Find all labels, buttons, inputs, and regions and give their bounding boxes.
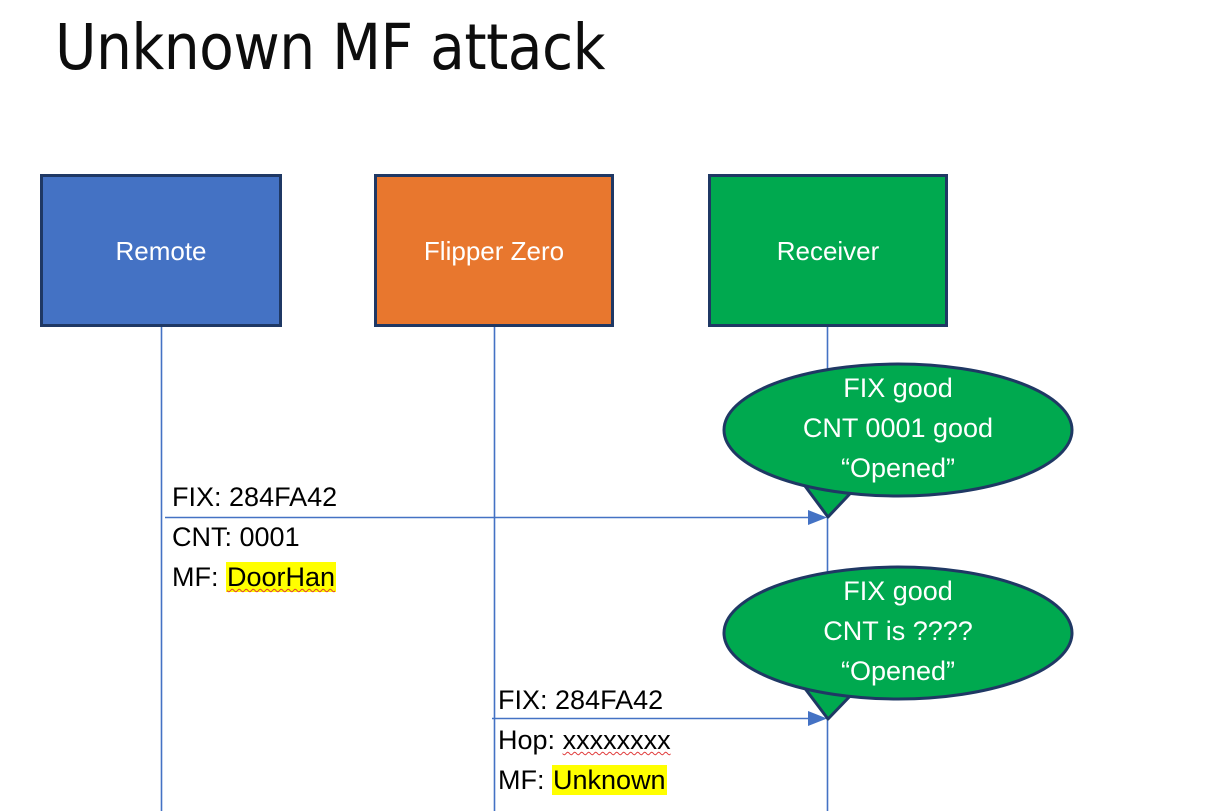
- message-label-block-1: FIX: 284FA42 CNT: 0001 MF: DoorHan: [172, 477, 337, 597]
- msg-1-arrowhead: [808, 510, 827, 525]
- message-line-label: MF:: [172, 562, 219, 592]
- actor-box-remote[interactable]: Remote: [40, 174, 282, 327]
- message-line: FIX: 284FA42: [498, 680, 671, 720]
- message-line: FIX: 284FA42: [172, 477, 337, 517]
- callout-2-line-1: FIX good: [843, 576, 953, 606]
- actor-box-flipper[interactable]: Flipper Zero: [374, 174, 614, 327]
- callout-1-shape: [722, 362, 1074, 519]
- actor-label-receiver: Receiver: [776, 235, 880, 266]
- actor-label-flipper: Flipper Zero: [423, 235, 565, 266]
- message-line: MF: DoorHan: [172, 557, 337, 597]
- callout-2-shape: [722, 565, 1074, 721]
- callout-2-text: FIX good CNT is ???? “Opened”: [724, 571, 1072, 691]
- callout-1-line-1: FIX good: [843, 373, 953, 403]
- callout-2-line-2: CNT is ????: [823, 616, 973, 646]
- msg-2-arrowhead: [808, 711, 827, 726]
- actor-box-receiver[interactable]: Receiver: [708, 174, 948, 327]
- message-line: MF: Unknown: [498, 760, 671, 800]
- callout-2-oval: [722, 565, 1074, 701]
- message-line-value: 284FA42: [555, 685, 664, 715]
- message-line: Hop: xxxxxxxx: [498, 720, 671, 760]
- message-line-value: xxxxxxxx: [562, 725, 671, 755]
- callout-2-line-3: “Opened”: [840, 656, 956, 686]
- callout-1-line-3: “Opened”: [840, 453, 956, 483]
- message-rules: [165, 516, 812, 720]
- message-line-value: 284FA42: [229, 482, 338, 512]
- message-line-label: FIX:: [498, 685, 548, 715]
- actor-label-remote: Remote: [115, 235, 207, 266]
- message-line-value-highlighted: Unknown: [552, 765, 667, 795]
- message-line-label: CNT:: [172, 522, 232, 552]
- callout-1-text: FIX good CNT 0001 good “Opened”: [724, 368, 1072, 488]
- callout-1-line-2: CNT 0001 good: [802, 413, 994, 443]
- message-line-value: 0001: [239, 522, 300, 552]
- message-line-label: FIX:: [172, 482, 222, 512]
- message-line-label: Hop:: [498, 725, 556, 755]
- page-title: Unknown MF attack: [55, 11, 606, 84]
- message-line-label: MF:: [498, 765, 545, 795]
- message-line-value-highlighted: DoorHan: [226, 562, 337, 592]
- message-line: CNT: 0001: [172, 517, 337, 557]
- message-arrowheads: [808, 510, 827, 726]
- message-label-block-2: FIX: 284FA42 Hop: xxxxxxxx MF: Unknown: [498, 680, 671, 800]
- callout-1-oval: [722, 362, 1074, 498]
